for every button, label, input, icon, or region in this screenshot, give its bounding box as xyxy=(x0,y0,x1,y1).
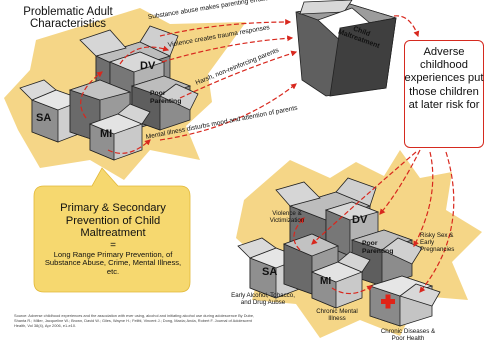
bottom-box-label-dv: DV xyxy=(352,214,368,226)
child-maltreatment-box xyxy=(295,0,397,97)
outcome-chronic-disease: Chronic Diseases & Poor Health xyxy=(380,328,436,342)
arrows xyxy=(80,15,455,295)
top-box-cluster xyxy=(19,25,199,161)
prevention-callout xyxy=(33,167,191,293)
diagram-title: Problematic Adult Characteristics xyxy=(23,6,113,30)
bottom-box-label-poor-parenting: Poor Parenting xyxy=(362,240,394,255)
bottom-box-cluster xyxy=(237,177,441,327)
red-cross-icon xyxy=(381,294,395,309)
outcome-chronic-mental: Chronic Mental Illness xyxy=(316,308,358,322)
prevention-title: Primary & Secondary Prevention of Child … xyxy=(60,202,166,239)
outcome-risky-sex: Risky Sex & Early Pregnancies xyxy=(420,232,455,253)
source-footnote: Source: Adverse childhood experiences an… xyxy=(14,313,255,328)
prevention-body: Long Range Primary Prevention, of Substa… xyxy=(44,249,182,276)
bottom-box-label-sa: SA xyxy=(262,266,278,278)
outcome-violence: Violence & Victimization xyxy=(269,210,305,224)
adverse-text: Adverse childhood experiences put those … xyxy=(404,46,484,111)
box-label-dv: DV xyxy=(140,60,156,72)
adverse-box xyxy=(404,40,484,148)
prevention-equals: = xyxy=(110,239,116,251)
box-label-sa: SA xyxy=(36,112,52,124)
box-label-mi: MI xyxy=(100,128,113,140)
box-label-poor-parenting: Poor Parenting xyxy=(150,90,182,105)
outcome-early-alcohol: Early Alcohol, Tobacco, and Drug Aubse xyxy=(231,292,295,306)
prevention-text: Primary & Secondary Prevention of Child … xyxy=(38,202,188,276)
bottom-box-label-mi: MI xyxy=(320,276,332,287)
